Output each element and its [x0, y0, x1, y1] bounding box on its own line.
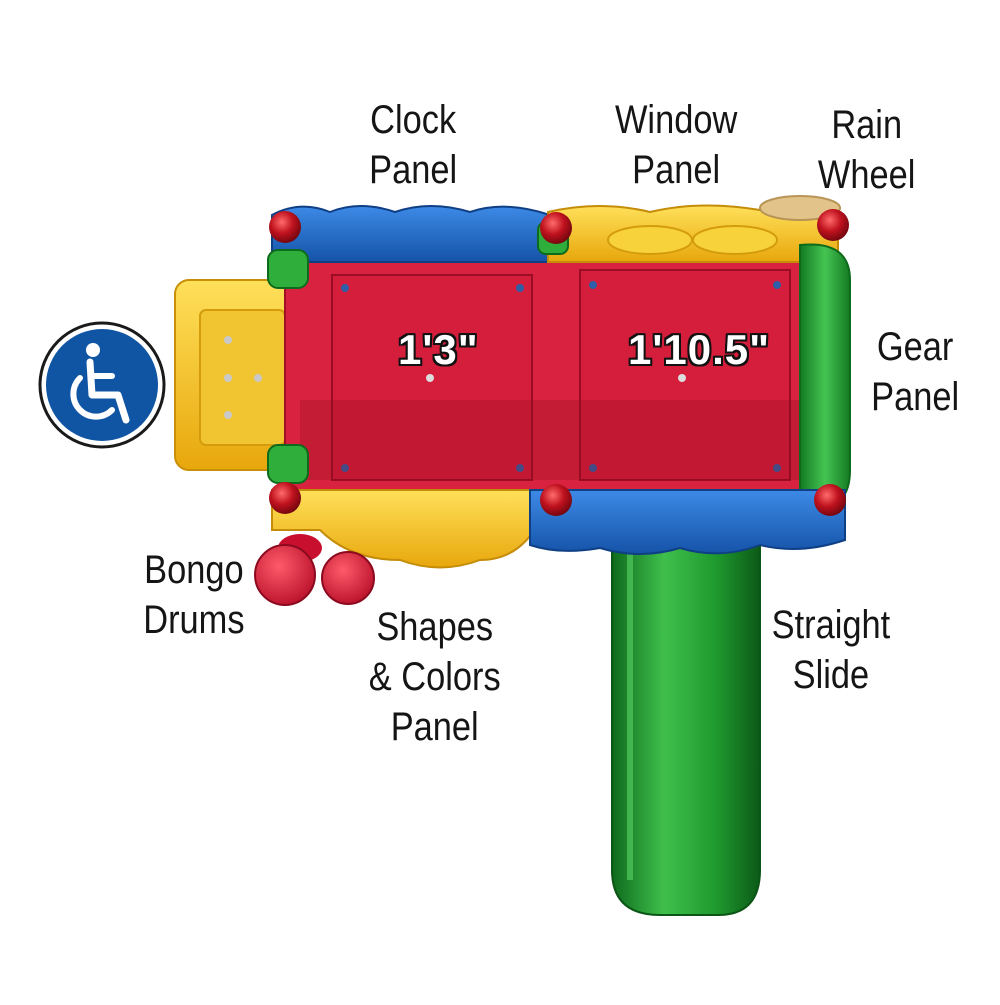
- right-deck-height: 1'10.5": [628, 326, 771, 373]
- left-top-handle: [267, 249, 309, 289]
- bongo-drums-label: Bongo Drums: [143, 548, 245, 642]
- gear-panel: [799, 243, 851, 507]
- straight-slide: [611, 529, 761, 916]
- transfer-step: [174, 279, 296, 471]
- wheelchair-icon: [38, 321, 166, 449]
- deck: [284, 254, 821, 496]
- window-panel: [547, 204, 839, 263]
- post-cap: [269, 482, 301, 514]
- window-panel-label: Window Panel: [614, 98, 738, 192]
- post-cap: [814, 484, 846, 516]
- rain-wheel: [759, 195, 841, 221]
- shapes-colors-panel-shape: [271, 489, 541, 569]
- post-cap: [540, 212, 572, 244]
- straight-slide-label: Straight Slide: [771, 603, 891, 697]
- post-caps: [269, 209, 849, 516]
- left-deck-height: 1'3": [398, 326, 479, 373]
- clock-panel-label: Clock Panel: [369, 98, 458, 192]
- bottom-blue-panel: [529, 489, 846, 555]
- bongo-drums: [254, 534, 375, 606]
- post-cap: [269, 211, 301, 243]
- gear-panel-label: Gear Panel: [871, 325, 960, 419]
- post-cap: [817, 209, 849, 241]
- clock-panel: [271, 205, 551, 263]
- post-cap: [540, 484, 572, 516]
- right-deck-plate: [579, 269, 791, 481]
- shapes-colors-panel-label: Shapes & Colors Panel: [368, 605, 501, 749]
- rain-wheel-label: Rain Wheel: [817, 103, 916, 197]
- left-bottom-handle: [267, 444, 309, 484]
